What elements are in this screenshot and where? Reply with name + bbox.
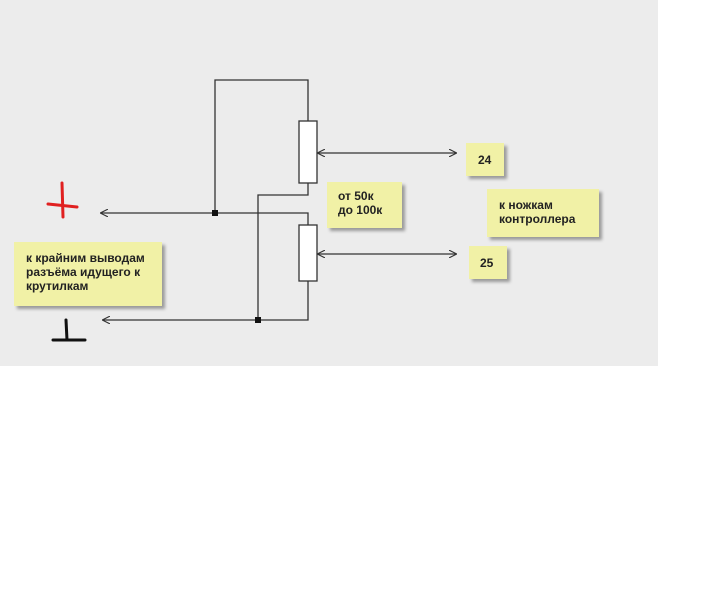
wire-top-loop [214, 79, 309, 213]
note-controller-line-1: к ножкам [499, 198, 553, 212]
note-resistance: от 50к до 100к [327, 182, 402, 228]
potentiometer-top [298, 120, 318, 184]
wire-plus-to-bottom-pot [215, 212, 309, 225]
note-crutilki-line-3: крутилкам [26, 279, 89, 293]
note-crutilki-terminals: к крайним выводам разъёма идущего к крут… [14, 242, 162, 306]
note-crutilki-line-2: разъёма идущего к [26, 265, 141, 279]
pin-24-text: 24 [478, 153, 492, 167]
potentiometer-bottom [298, 224, 318, 282]
wire-bottom-pot-to-ground [258, 281, 309, 321]
note-controller-pins: к ножкам контроллера [487, 189, 599, 237]
pin-24-label: 24 [466, 143, 504, 176]
note-controller-line-2: контроллера [499, 212, 576, 226]
note-resistance-line-1: от 50к [338, 189, 374, 203]
junction-plus [212, 210, 218, 216]
note-resistance-line-2: до 100к [338, 203, 383, 217]
junction-ground [255, 317, 261, 323]
pin-25-label: 25 [469, 246, 507, 279]
wire-top-pot-to-ground [257, 183, 309, 320]
ground-symbol-icon [51, 318, 87, 342]
plus-sign-icon [46, 181, 79, 219]
note-crutilki-line-1: к крайним выводам [26, 251, 145, 265]
pin-25-text: 25 [480, 256, 494, 270]
